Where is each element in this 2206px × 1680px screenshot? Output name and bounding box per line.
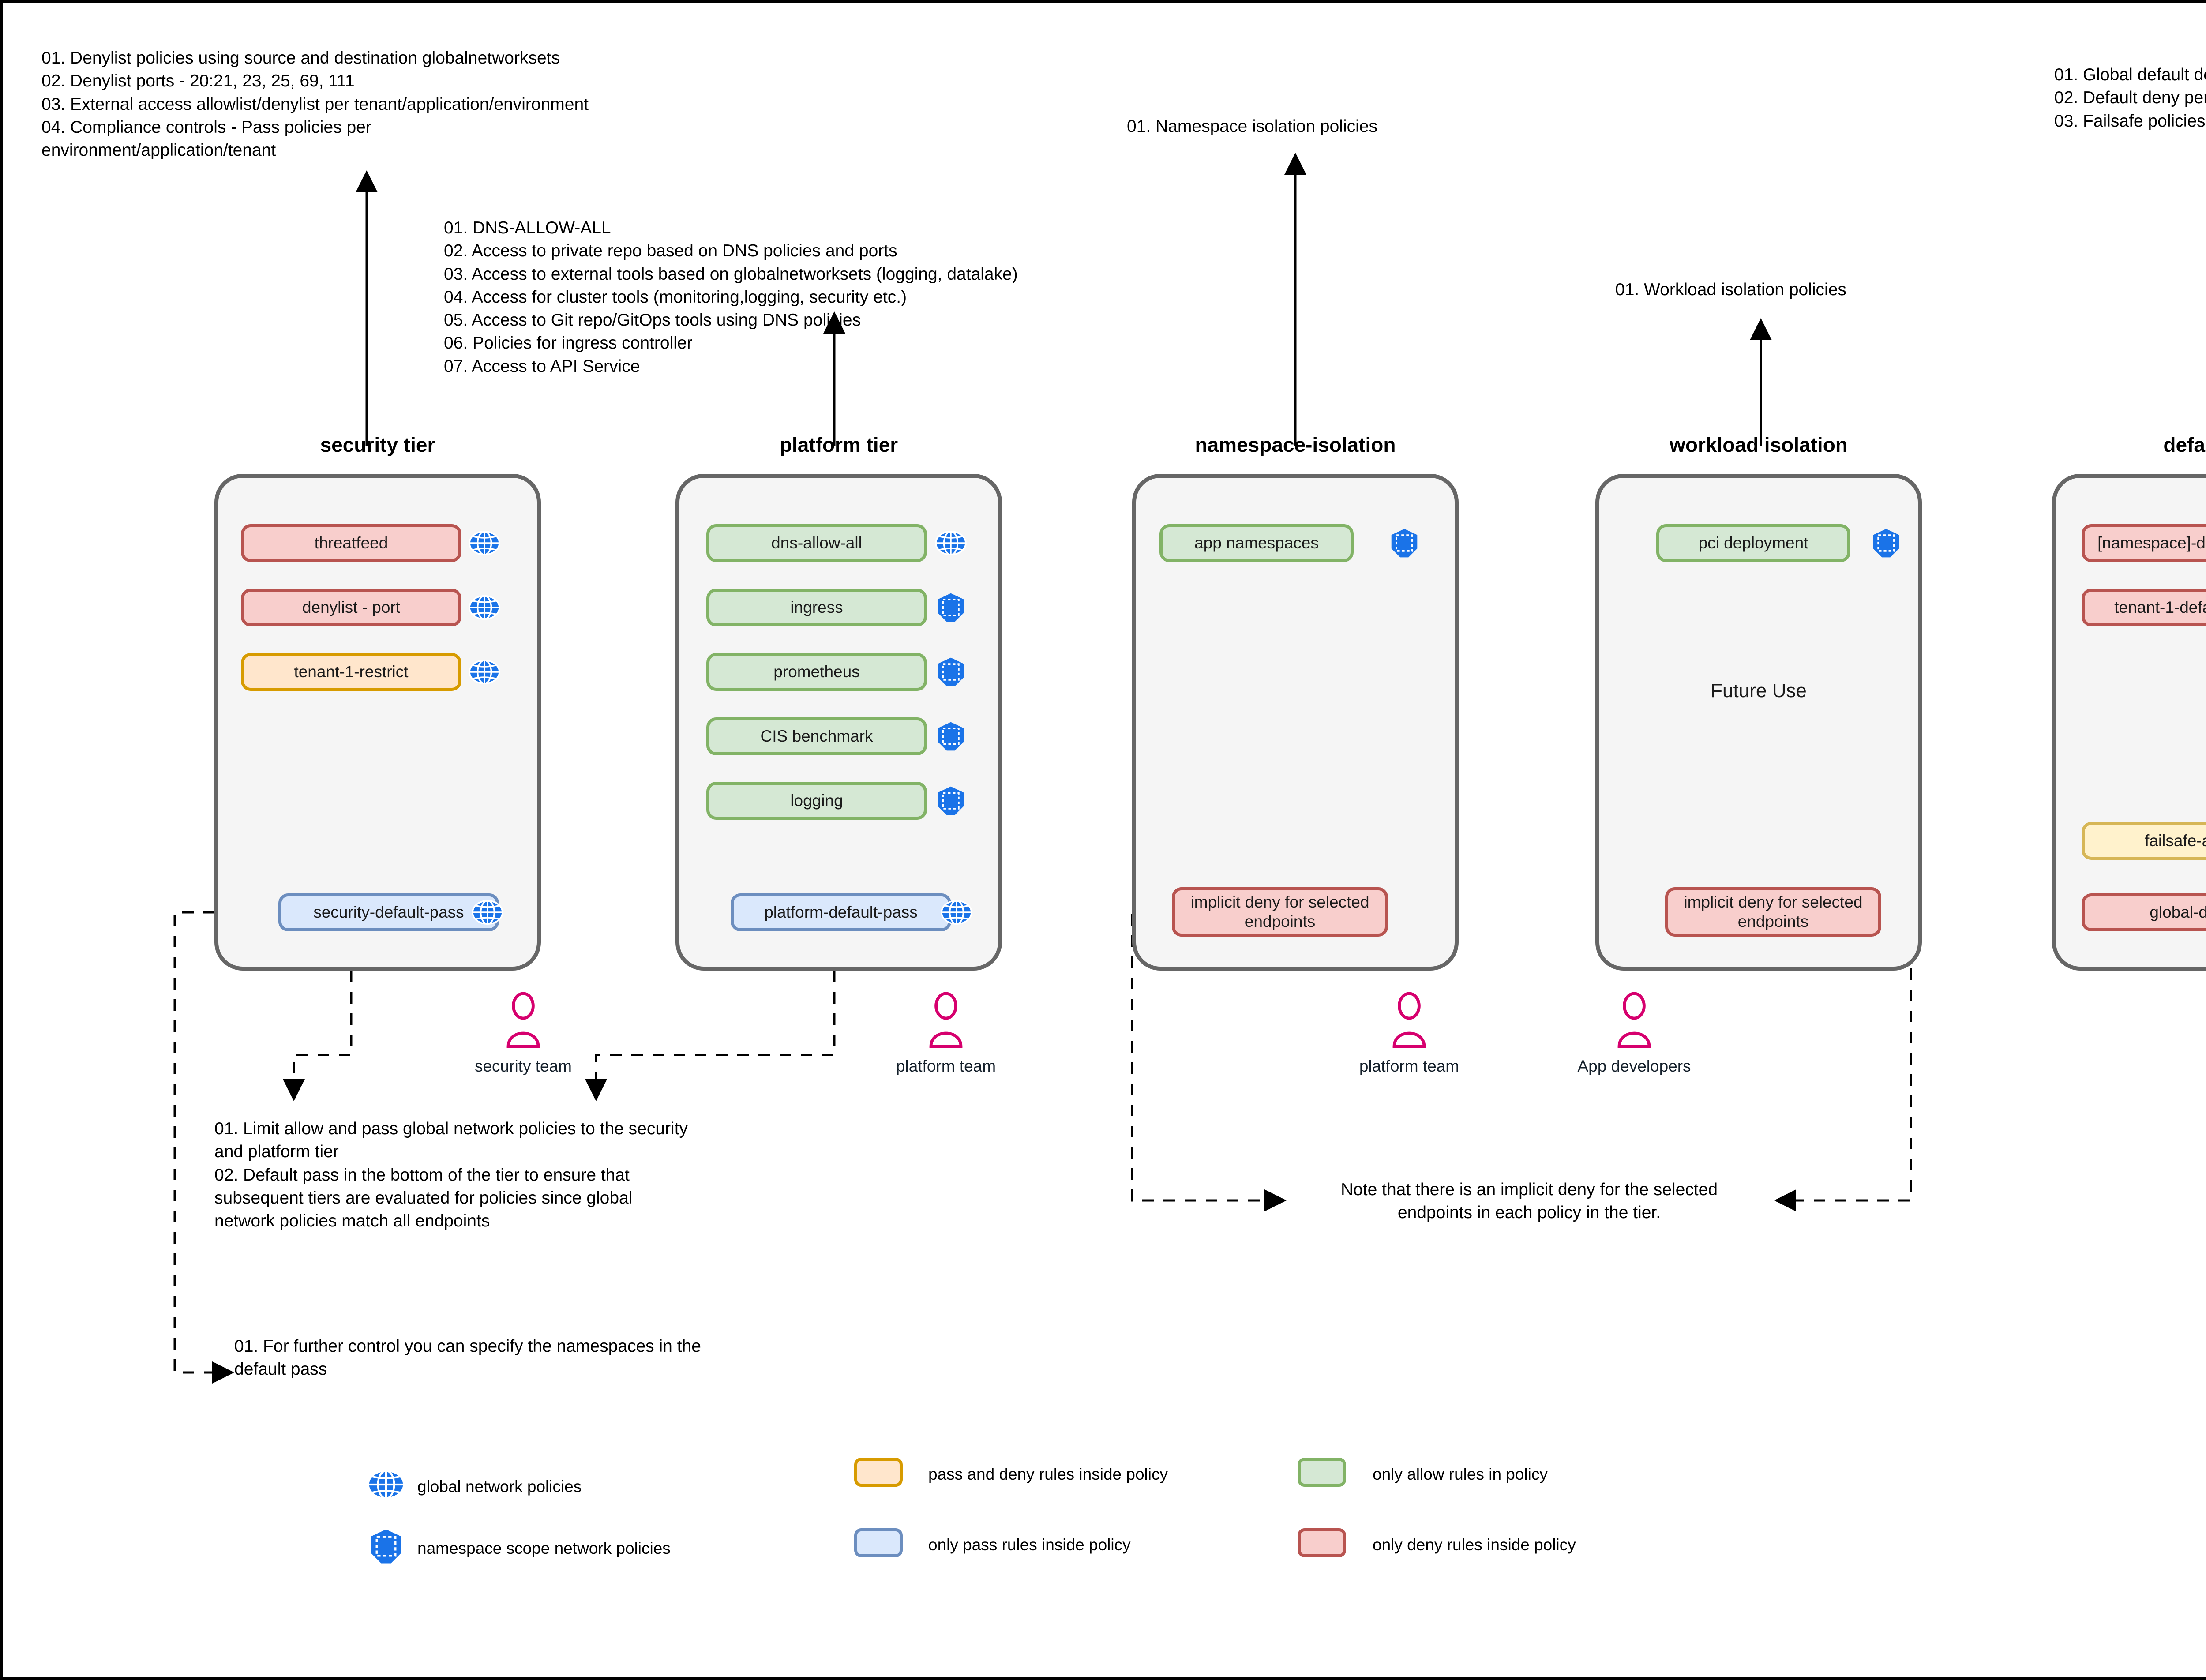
person-icon — [929, 992, 963, 1048]
policy-platform-default-pass[interactable]: platform-default-pass — [731, 893, 951, 931]
team-label-platform-2: platform team — [1359, 1057, 1459, 1075]
workload-tier-title: workload isolation — [1670, 433, 1848, 456]
namespace-scope-icon — [1873, 529, 1899, 558]
workload-implicit-deny-to-note — [1774, 911, 1912, 1211]
policy-prometheus[interactable]: prometheus — [706, 653, 927, 691]
workload-future-use-label: Future Use — [1711, 680, 1807, 701]
policy-app-namespaces[interactable]: app namespaces — [1159, 524, 1354, 562]
namespace-tier-annotation: 01. Namespace isolation policies — [1127, 117, 1377, 136]
legend-label-namespace-scope-network-policies: namespace scope network policies — [417, 1539, 671, 1557]
legend-label-only-allow: only allow rules in policy — [1373, 1465, 1548, 1483]
default-tier-annotation: 01. Global default deny 02. Default deny… — [2054, 65, 2206, 131]
policy-implicit-deny-namespace[interactable]: implicit deny for selected endpoints — [1172, 887, 1388, 937]
namespace-scope-icon — [371, 1529, 401, 1564]
legend-swatch-only-allow — [1298, 1458, 1346, 1487]
policy-pci-deployment[interactable]: pci deployment — [1656, 524, 1850, 562]
legend-swatch-only-pass — [854, 1528, 903, 1557]
namespace-scope-icon — [938, 722, 964, 751]
policy-denylist-port[interactable]: denylist - port — [241, 589, 461, 626]
policy-ingress[interactable]: ingress — [706, 589, 927, 626]
implicit-deny-note: Note that there is an implicit deny for … — [1340, 1180, 1718, 1222]
legend-swatch-pass-and-deny — [854, 1458, 903, 1487]
person-icon — [506, 992, 540, 1048]
team-label-security: security team — [474, 1057, 572, 1075]
policy-cis-benchmark[interactable]: CIS benchmark — [706, 717, 927, 755]
globe-icon — [935, 531, 967, 555]
workload-tier-title-wrap: workload isolation — [1595, 433, 1922, 457]
person-icon — [1617, 992, 1651, 1048]
policy-failsafe-allow[interactable]: failsafe-allow — [2082, 822, 2206, 860]
legend-label-only-deny: only deny rules inside policy — [1373, 1536, 1576, 1554]
security-tier-annotation: 01. Denylist policies using source and d… — [41, 49, 589, 160]
legend-label-global-network-policies: global network policies — [417, 1478, 582, 1496]
policy-global-deny[interactable]: global-deny — [2082, 893, 2206, 931]
policy-threatfeed[interactable]: threatfeed — [241, 524, 461, 562]
platform-tier-annotation: 01. DNS-ALLOW-ALL 02. Access to private … — [444, 218, 1018, 376]
legend-label-only-pass: only pass rules inside policy — [928, 1536, 1131, 1554]
globe-icon — [941, 900, 972, 925]
policy-implicit-deny-workload[interactable]: implicit deny for selected endpoints — [1665, 887, 1881, 937]
security-tier-to-bottom-left-note — [283, 971, 353, 1101]
default-tier-title: default tier — [2163, 433, 2206, 456]
namespace-tier-title-wrap: namespace-isolation — [1132, 433, 1459, 457]
team-label-app-developers: App developers — [1577, 1057, 1691, 1075]
default-tier-title-wrap: default tier — [2052, 433, 2206, 457]
person-icon — [1392, 992, 1426, 1048]
security-tier-title-wrap: security tier — [214, 433, 541, 457]
policy-tenant-1-restrict[interactable]: tenant-1-restrict — [241, 653, 461, 691]
default-pass-note: 01. For further control you can specify … — [234, 1337, 701, 1379]
legend-swatch-only-deny — [1298, 1528, 1346, 1557]
policy-tenant-1-default-deny[interactable]: tenant-1-default-deny — [2082, 589, 2206, 626]
platform-tier-title: platform tier — [779, 433, 898, 456]
platform-tier-title-wrap: platform tier — [675, 433, 1002, 457]
globe-icon — [469, 595, 500, 620]
legend-label-pass-and-deny: pass and deny rules inside policy — [928, 1465, 1168, 1483]
policy-security-default-pass[interactable]: security-default-pass — [278, 893, 499, 931]
namespace-scope-icon — [938, 786, 964, 815]
policy-dns-allow-all[interactable]: dns-allow-all — [706, 524, 927, 562]
policy-namespace-default-deny[interactable]: [namespace]-default-deny — [2082, 524, 2206, 562]
namespace-scope-icon — [938, 593, 964, 622]
globe-icon — [469, 531, 500, 555]
globe-icon — [367, 1470, 405, 1500]
namespace-scope-icon — [938, 657, 964, 686]
security-tier-title: security tier — [320, 433, 435, 456]
workload-tier-annotation: 01. Workload isolation policies — [1615, 280, 1846, 299]
namespace-tier-title: namespace-isolation — [1195, 433, 1396, 456]
platform-tier-to-bottom-left-note — [585, 971, 836, 1101]
bottom-left-note: 01. Limit allow and pass global network … — [214, 1119, 688, 1230]
namespace-scope-icon — [1391, 529, 1418, 558]
team-label-platform-1: platform team — [896, 1057, 996, 1075]
policy-logging[interactable]: logging — [706, 782, 927, 820]
globe-icon — [472, 900, 503, 925]
globe-icon — [469, 660, 500, 684]
